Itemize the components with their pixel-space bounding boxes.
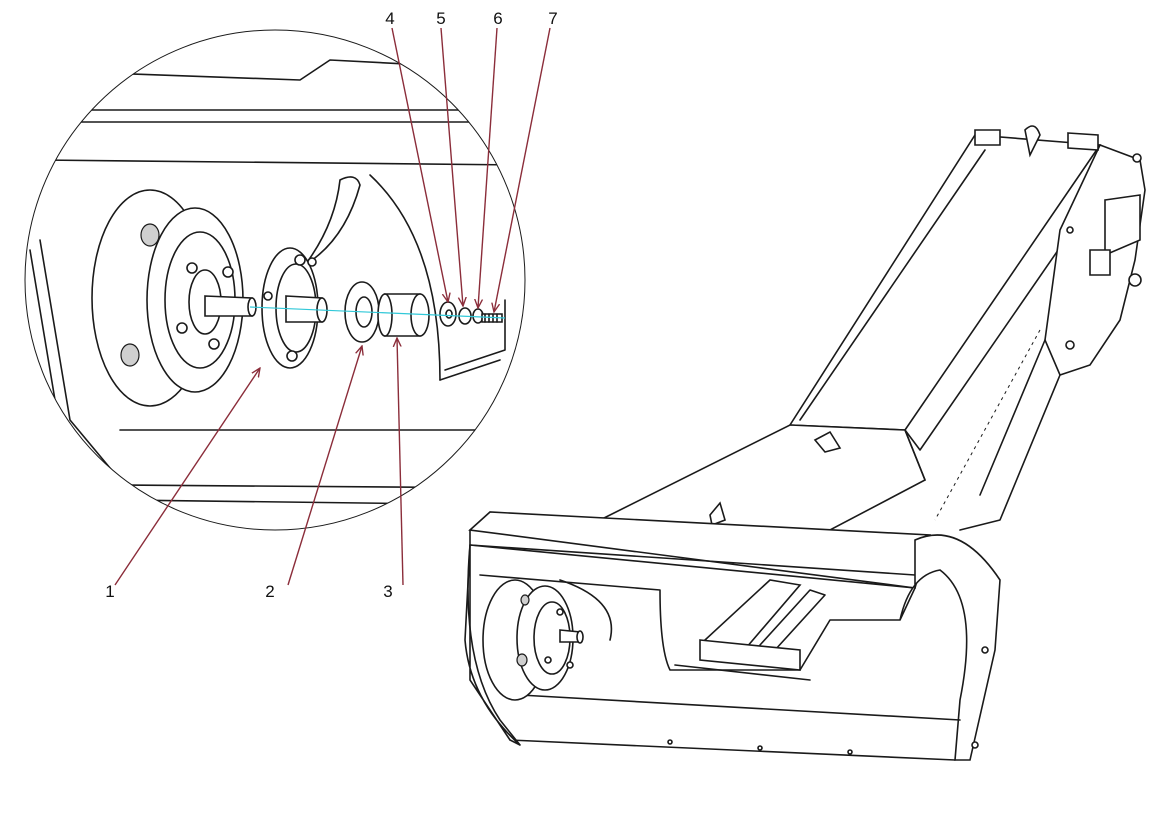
callout-labels: 1 2 3 4 5 6 7 (105, 9, 557, 601)
detail-view (24, 29, 526, 531)
callout-number: 7 (548, 9, 557, 28)
callout-number: 4 (385, 9, 394, 28)
callout-number: 1 (105, 582, 114, 601)
callout-number: 6 (493, 9, 502, 28)
leader-lines (114, 27, 551, 586)
callout-number: 2 (265, 582, 274, 601)
callout-number: 3 (383, 582, 392, 601)
callout-number: 5 (436, 9, 445, 28)
snow-blower-assembly (464, 125, 1146, 761)
